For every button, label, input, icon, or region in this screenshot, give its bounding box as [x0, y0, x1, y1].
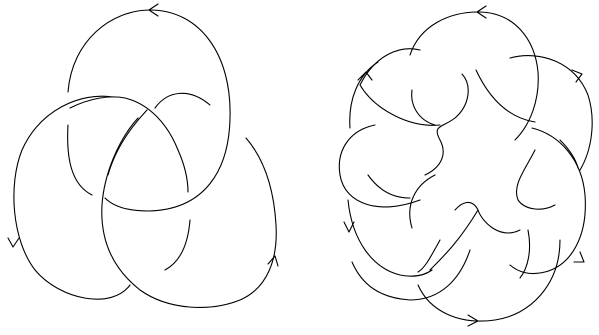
knot-right-strand: [410, 175, 435, 228]
knot-left-strand: [68, 125, 92, 195]
knot-right-strand: [516, 150, 555, 209]
knot-right-strand: [510, 128, 585, 274]
knot-right-strand: [339, 125, 420, 207]
knot-right-strand: [410, 12, 538, 140]
knot-right-strand: [348, 200, 432, 276]
knot-right-strand: [520, 230, 530, 278]
knot-left-strand: [155, 93, 210, 108]
orientation-arrow-icon: [8, 238, 19, 247]
knot-left-strand: [102, 118, 276, 307]
knot-right-strand: [430, 210, 478, 270]
knot-right-six-lobed: [339, 6, 592, 326]
knot-right-strand: [418, 240, 560, 321]
knot-left-strand: [68, 10, 230, 211]
knot-right-strand: [560, 140, 578, 168]
knot-left-strand: [108, 110, 147, 175]
knot-right-strand: [418, 240, 440, 272]
knot-left-strand: [70, 97, 188, 192]
knot-right-strand: [412, 90, 435, 125]
knot-right-strand: [352, 250, 470, 300]
knot-right-strand: [368, 175, 410, 198]
knot-right-strand: [476, 70, 535, 122]
knot-left-three-lobed: [8, 4, 278, 307]
orientation-arrow-icon: [574, 252, 584, 262]
knot-right-strand: [360, 49, 440, 126]
knot-left-strand: [14, 96, 130, 299]
knot-right-strand: [350, 62, 378, 128]
knot-left-strand: [165, 220, 190, 270]
knot-right-strand: [425, 74, 468, 175]
knot-right-strand: [455, 202, 520, 232]
